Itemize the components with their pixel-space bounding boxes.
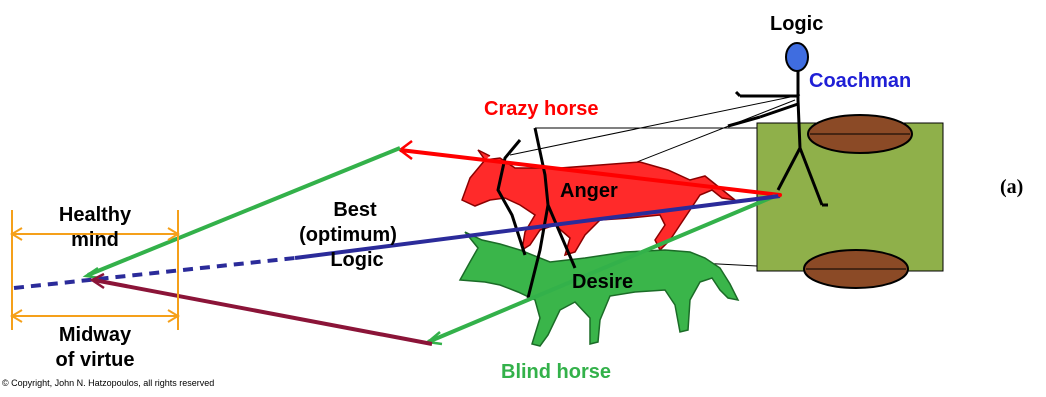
green-arrow-lower bbox=[427, 194, 776, 344]
chariot-anchor bbox=[778, 193, 782, 197]
copyright-text: © Copyright, John N. Hatzopoulos, all ri… bbox=[2, 378, 215, 388]
of-virtue-label: of virtue bbox=[55, 349, 135, 371]
maroon-arrowhead bbox=[89, 272, 105, 290]
crazy-horse-label: Crazy horse bbox=[484, 98, 599, 120]
desire-label: Desire bbox=[572, 271, 634, 293]
rein-1 bbox=[509, 94, 801, 156]
coachman-figure bbox=[727, 42, 828, 207]
midway-label: Midway bbox=[58, 324, 132, 346]
anger-label: Anger bbox=[560, 180, 618, 202]
best-logic-line bbox=[294, 194, 781, 260]
orange-brackets bbox=[10, 210, 180, 330]
healthy-label: Healthy bbox=[58, 204, 132, 226]
optimum-label: (optimum) bbox=[299, 224, 397, 246]
red-arrow-line bbox=[399, 148, 781, 197]
best-logic-label: Logic bbox=[330, 249, 384, 271]
blind-horse bbox=[458, 231, 740, 347]
mind-label: mind bbox=[71, 229, 119, 251]
best-logic-dashed bbox=[13, 256, 296, 290]
logic-top-label: Logic bbox=[770, 13, 824, 35]
maroon-arrow-line bbox=[93, 278, 433, 346]
blind-horse-label: Blind horse bbox=[501, 361, 612, 383]
green-arrow-upper bbox=[87, 146, 401, 277]
panel-tag: (a) bbox=[1000, 176, 1024, 198]
coachman-label: Coachman bbox=[809, 70, 912, 92]
best-label: Best bbox=[333, 199, 377, 221]
